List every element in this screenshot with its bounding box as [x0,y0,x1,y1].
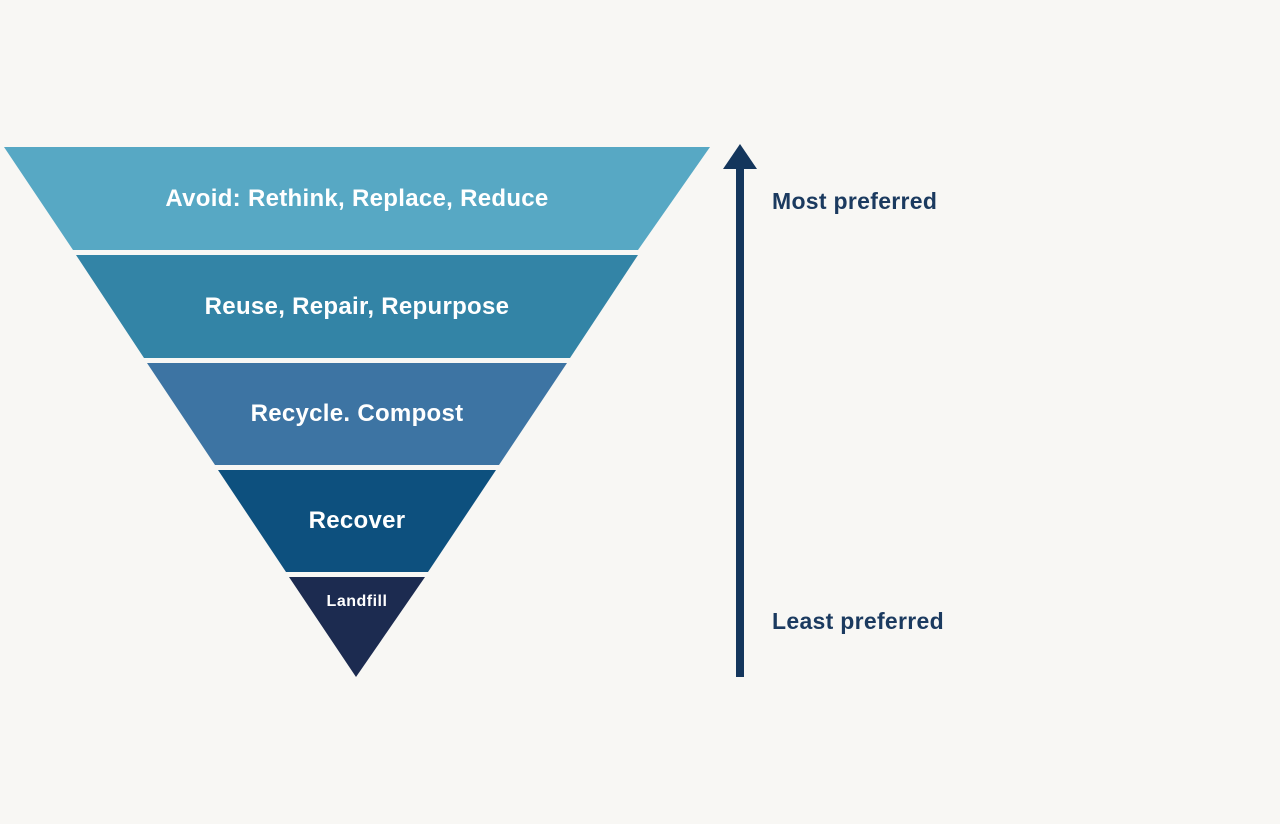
inverted-pyramid: Avoid: Rethink, Replace, Reduce Reuse, R… [4,147,710,677]
pyramid-tier-avoid: Avoid: Rethink, Replace, Reduce [4,147,710,250]
pyramid-tier-landfill: Landfill [289,577,425,677]
tier-label-reuse: Reuse, Repair, Repurpose [204,292,510,320]
tier-label-recover: Recover [308,507,406,534]
pyramid-tier-reuse: Reuse, Repair, Repurpose [76,255,638,358]
pyramid-tier-recover: Recover [218,470,496,572]
tier-label-recycle: Recycle. Compost [250,400,464,427]
least-preferred-label: Least preferred [772,608,944,634]
most-preferred-label: Most preferred [772,188,938,214]
pyramid-tier-recycle: Recycle. Compost [147,363,567,465]
arrow-up-icon [723,144,757,169]
tier-label-avoid: Avoid: Rethink, Replace, Reduce [165,184,549,212]
tier-label-landfill: Landfill [326,593,388,610]
preference-arrow-shaft [736,165,744,677]
